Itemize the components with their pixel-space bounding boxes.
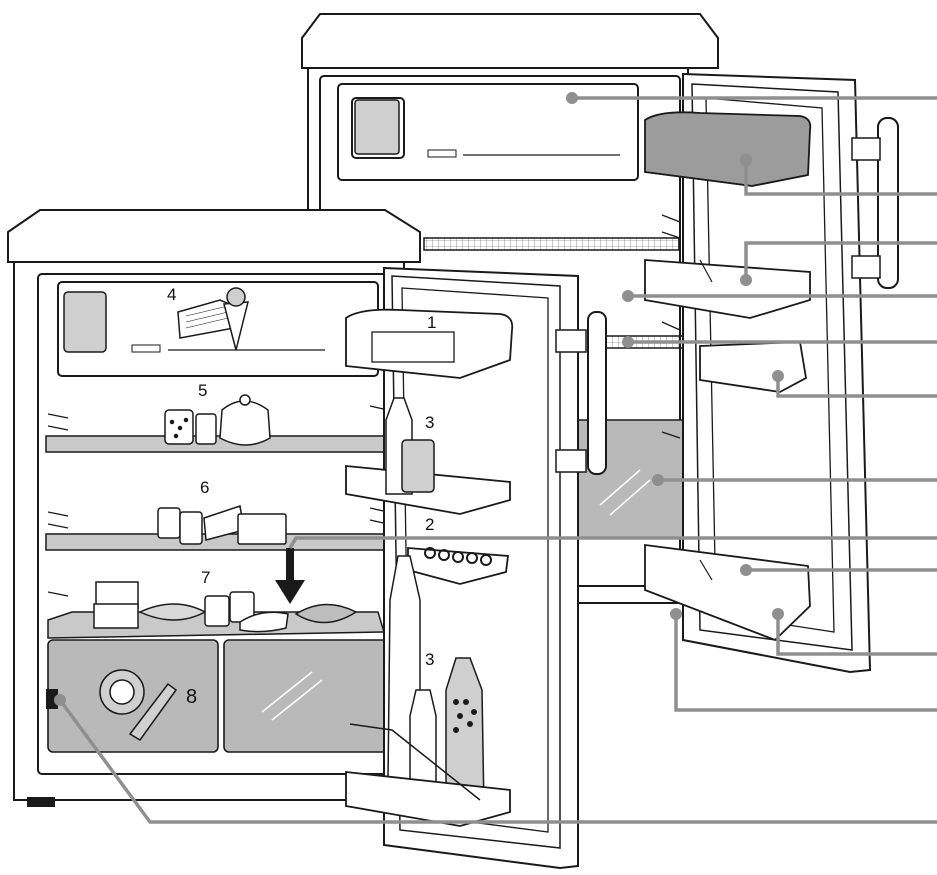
back-fridge-door bbox=[644, 72, 899, 674]
label-door-bottle-rack-upper: 3 bbox=[425, 413, 435, 432]
label-vegetable-crisper: 8 bbox=[186, 686, 198, 708]
leader-dot bbox=[566, 92, 578, 104]
leader-dot bbox=[740, 564, 752, 576]
leader-line bbox=[288, 536, 937, 549]
front-fridge-door bbox=[345, 266, 607, 870]
leader-line bbox=[674, 614, 937, 712]
food-items bbox=[93, 394, 358, 741]
label-butter-compartment: 1 bbox=[427, 313, 437, 332]
leader-lines bbox=[54, 92, 937, 824]
label-freezer-compartment: 4 bbox=[167, 285, 177, 304]
label-egg-rack: 2 bbox=[425, 515, 435, 534]
label-glass-shelf: 7 bbox=[201, 568, 211, 587]
leader-dot bbox=[622, 336, 634, 348]
label-middle-shelf: 6 bbox=[200, 478, 210, 497]
label-upper-shelf: 5 bbox=[198, 381, 208, 400]
leader-dot bbox=[670, 608, 682, 620]
leader-dot bbox=[54, 694, 66, 706]
leader-dot bbox=[772, 370, 784, 382]
front-fridge bbox=[7, 209, 421, 807]
leader-dot bbox=[740, 154, 752, 166]
leader-dot bbox=[652, 474, 664, 486]
leader-dot bbox=[622, 290, 634, 302]
leader-line bbox=[58, 698, 937, 824]
leader-line bbox=[744, 160, 937, 196]
leader-dot bbox=[772, 608, 784, 620]
leader-line bbox=[776, 614, 937, 656]
down-arrow-icon bbox=[275, 548, 305, 604]
label-door-bottle-rack-lower: 3 bbox=[425, 650, 435, 669]
leader-line bbox=[776, 376, 937, 398]
leader-dot bbox=[740, 274, 752, 286]
leader-line bbox=[744, 241, 937, 280]
